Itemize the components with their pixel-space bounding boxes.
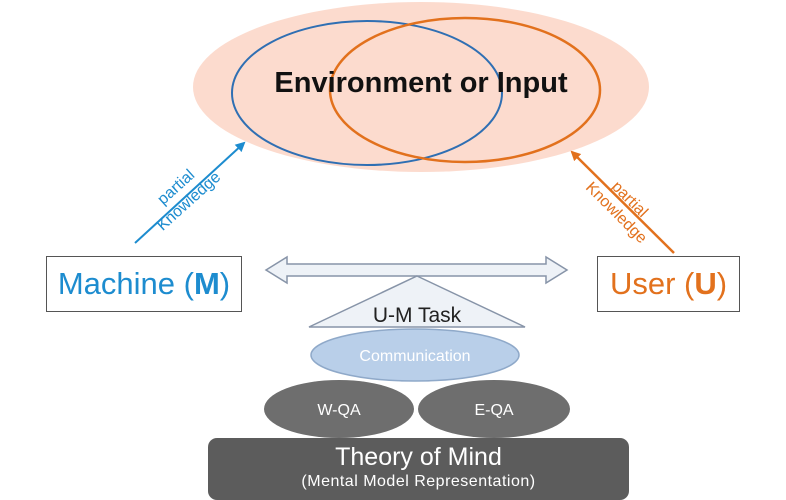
machine-label-prefix: Machine ( bbox=[57, 266, 194, 301]
machine-user-double-arrow bbox=[264, 255, 569, 285]
communication-label: Communication bbox=[359, 348, 470, 365]
user-label-suffix: ) bbox=[716, 266, 728, 301]
machine-label-suffix: ) bbox=[219, 266, 231, 301]
theory-of-mind-subtitle: (Mental Model Representation) bbox=[301, 473, 536, 490]
machine-box: Machine (M) bbox=[46, 256, 242, 312]
user-label-letter: U bbox=[694, 266, 717, 301]
task-label: U-M Task bbox=[373, 304, 462, 327]
eqa-ellipse bbox=[418, 380, 570, 438]
environment-label: Environment or Input bbox=[274, 67, 568, 99]
task-triangle bbox=[308, 275, 526, 328]
machine-label-letter: M bbox=[193, 266, 220, 301]
wqa-label: W-QA bbox=[317, 402, 361, 419]
communication-ellipse bbox=[310, 328, 520, 382]
eqa-label: E-QA bbox=[474, 402, 513, 419]
machine-knowledge-circle bbox=[231, 20, 503, 166]
machine-knowledge-arrow bbox=[134, 141, 246, 244]
user-box: User (U) bbox=[597, 256, 740, 312]
user-knowledge-circle bbox=[328, 16, 602, 164]
theory-of-mind-block: Theory of Mind (Mental Model Representat… bbox=[208, 438, 629, 500]
machine-knowledge-label: partial Knowledge bbox=[154, 167, 224, 235]
theory-of-mind-title: Theory of Mind bbox=[335, 443, 502, 471]
user-knowledge-arrow bbox=[570, 150, 675, 254]
wqa-ellipse bbox=[264, 380, 414, 438]
environment-ellipse bbox=[193, 2, 649, 172]
user-knowledge-label: partial Knowledge bbox=[582, 178, 651, 247]
user-label-prefix: User ( bbox=[609, 266, 695, 301]
